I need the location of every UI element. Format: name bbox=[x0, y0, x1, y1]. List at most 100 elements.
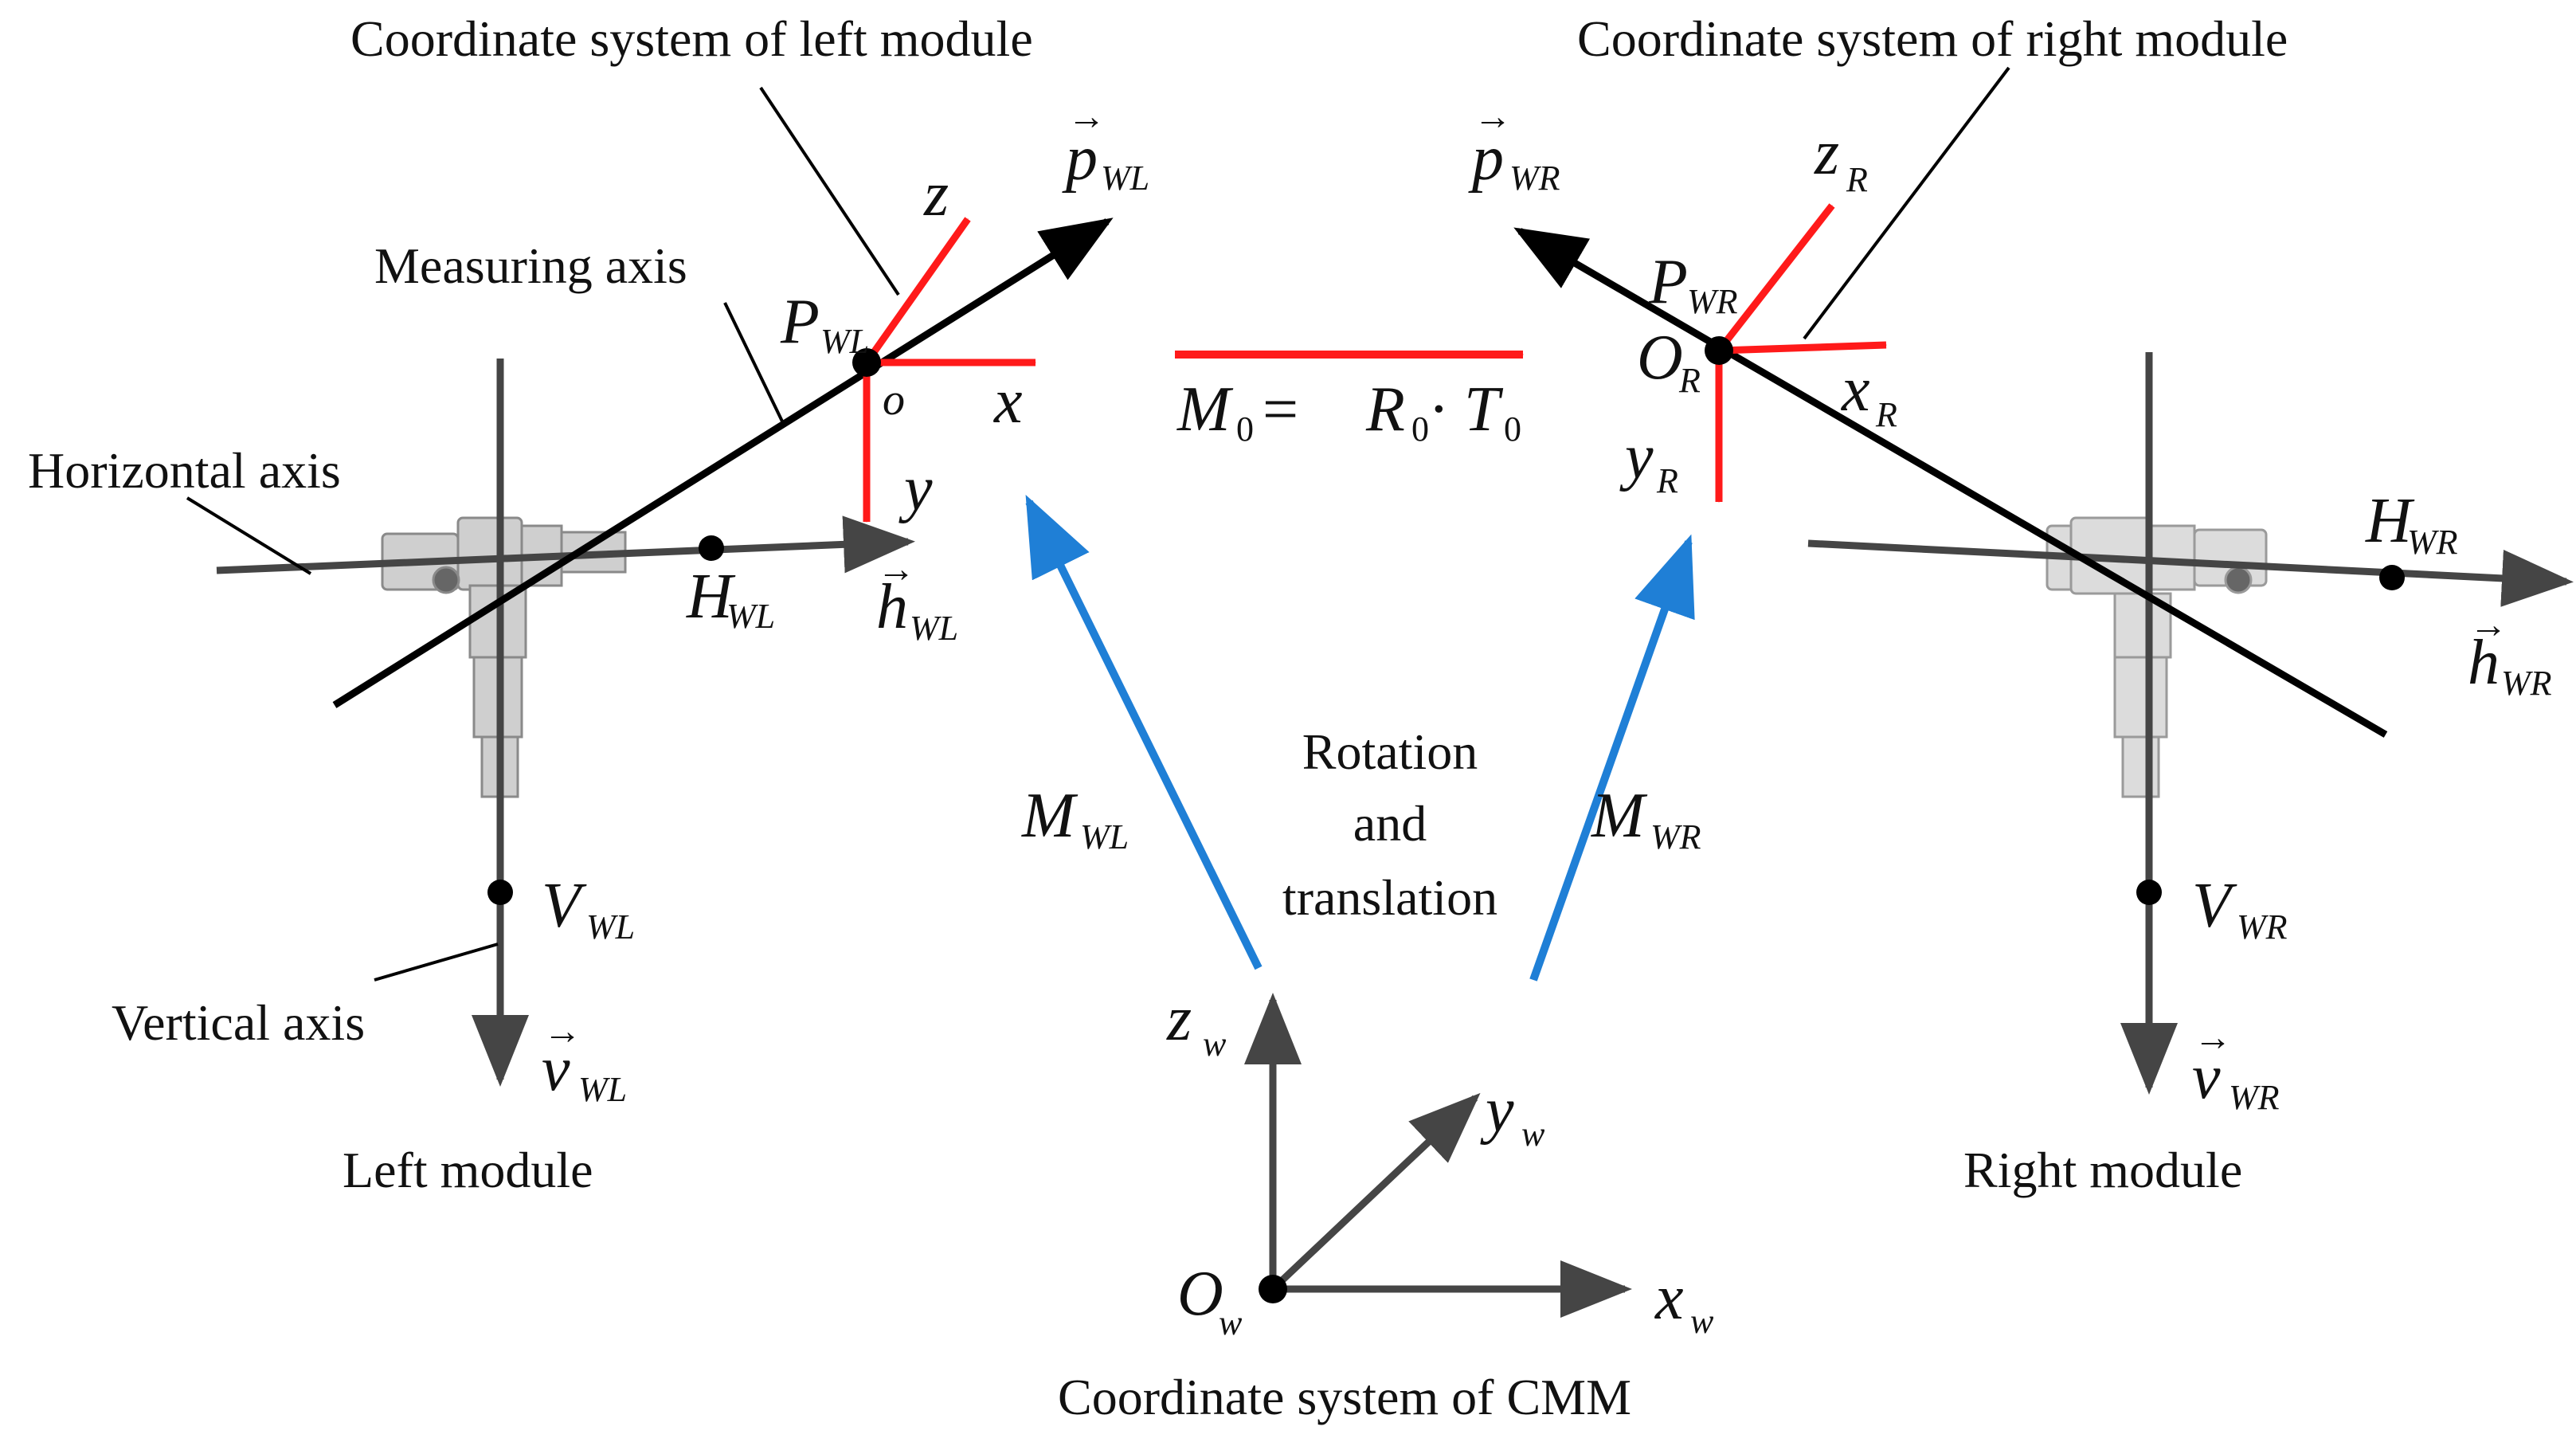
svg-text:P: P bbox=[1648, 247, 1688, 317]
svg-text:WL: WL bbox=[820, 322, 869, 361]
svg-text:p: p bbox=[1468, 123, 1504, 194]
svg-text:=: = bbox=[1263, 374, 1298, 445]
svg-text:→: → bbox=[2469, 604, 2507, 646]
label-o-left: o bbox=[883, 375, 905, 425]
svg-text:z: z bbox=[1166, 984, 1192, 1054]
svg-text:WL: WL bbox=[726, 597, 775, 636]
svg-text:x: x bbox=[1841, 355, 1870, 425]
svg-text:O: O bbox=[1177, 1259, 1223, 1329]
right-frame-x-arrow bbox=[1718, 341, 1887, 355]
left-measuring-axis bbox=[332, 217, 1114, 708]
right-frame-z-arrow bbox=[1716, 203, 1835, 353]
svg-text:WL: WL bbox=[578, 1070, 627, 1109]
right-measuring-axis bbox=[1513, 227, 2388, 738]
svg-text:0: 0 bbox=[1411, 410, 1429, 449]
label-horizontal-axis: Horizontal axis bbox=[28, 442, 341, 499]
svg-text:WR: WR bbox=[2237, 907, 2288, 946]
point-O-w bbox=[1259, 1275, 1287, 1303]
svg-text:WR: WR bbox=[2229, 1078, 2280, 1117]
label-p-WL: p WL → bbox=[1062, 96, 1149, 198]
svg-text:p: p bbox=[1062, 123, 1098, 194]
label-z-R: z R bbox=[1814, 118, 1868, 199]
point-V-WR bbox=[2136, 880, 2162, 905]
svg-text:0: 0 bbox=[1504, 410, 1521, 449]
label-right-module: Right module bbox=[1963, 1142, 2242, 1198]
svg-text:WL: WL bbox=[586, 907, 635, 946]
label-z-left: z bbox=[923, 159, 949, 229]
label-M-WR: M WR bbox=[1591, 781, 1701, 856]
point-P-WR bbox=[1705, 336, 1733, 365]
label-x-left: x bbox=[993, 366, 1023, 437]
label-measuring-axis: Measuring axis bbox=[374, 237, 687, 294]
left-frame-z-arrow bbox=[863, 217, 971, 365]
svg-text:H: H bbox=[2365, 486, 2415, 556]
label-x-w: x w bbox=[1654, 1263, 1714, 1341]
svg-text:h: h bbox=[876, 572, 908, 642]
svg-text:→: → bbox=[877, 548, 915, 590]
svg-text:v: v bbox=[542, 1034, 570, 1104]
label-rotation: Rotation bbox=[1302, 723, 1478, 780]
label-x-R: x R bbox=[1841, 355, 1897, 434]
leader-cs-right bbox=[1803, 66, 2010, 340]
svg-text:WR: WR bbox=[1687, 282, 1738, 321]
cmm-y-axis bbox=[1270, 1092, 1481, 1292]
label-H-WR: H WR bbox=[2365, 486, 2458, 562]
svg-text:y: y bbox=[1480, 1076, 1514, 1146]
point-V-WL bbox=[487, 880, 513, 905]
point-H-WL bbox=[699, 535, 724, 561]
right-module-device bbox=[2046, 516, 2268, 798]
svg-text:R: R bbox=[1846, 160, 1868, 199]
label-O-R: O R bbox=[1637, 323, 1701, 400]
svg-text:T: T bbox=[1464, 374, 1504, 445]
label-P-WL: P WL bbox=[780, 287, 869, 361]
label-O-w: O w bbox=[1177, 1259, 1243, 1342]
label-h-WL: h WL → bbox=[876, 548, 958, 648]
svg-text:WR: WR bbox=[1509, 159, 1560, 198]
svg-text:R: R bbox=[1678, 361, 1701, 400]
label-p-WR: p WR → bbox=[1468, 96, 1560, 198]
point-P-WL bbox=[852, 348, 881, 377]
svg-text:→: → bbox=[2194, 1017, 2232, 1059]
left-horizontal-axis bbox=[216, 515, 915, 574]
svg-text:x: x bbox=[1654, 1263, 1684, 1333]
label-y-w: y w bbox=[1480, 1076, 1545, 1154]
label-left-module: Left module bbox=[343, 1142, 593, 1198]
leader-measuring-axis bbox=[723, 302, 786, 427]
M-WR-arrow bbox=[1529, 534, 1695, 982]
label-M-WL: M WL bbox=[1021, 781, 1129, 856]
svg-text:V: V bbox=[2192, 871, 2237, 941]
right-horizontal-axis bbox=[1807, 539, 2574, 607]
svg-text:0: 0 bbox=[1236, 410, 1254, 449]
svg-text:R: R bbox=[1875, 395, 1897, 434]
label-z-w: z w bbox=[1166, 984, 1227, 1064]
svg-text:O: O bbox=[1637, 323, 1683, 393]
M-WL-arrow bbox=[1025, 495, 1263, 970]
label-y-left: y bbox=[898, 454, 933, 524]
leader-horizontal-axis bbox=[186, 496, 312, 575]
label-cs-left: Coordinate system of left module bbox=[350, 10, 1033, 67]
svg-text:w: w bbox=[1521, 1115, 1545, 1154]
svg-text:V: V bbox=[542, 871, 587, 941]
svg-text:y: y bbox=[1619, 422, 1654, 492]
label-v-WL: v WL → bbox=[542, 1010, 627, 1109]
svg-text:WR: WR bbox=[1650, 817, 1701, 856]
label-P-WR: P WR bbox=[1648, 247, 1738, 321]
label-vertical-axis: Vertical axis bbox=[112, 994, 365, 1051]
label-translation: translation bbox=[1282, 869, 1497, 926]
svg-text:M: M bbox=[1591, 781, 1648, 851]
label-y-R: y R bbox=[1619, 422, 1678, 500]
leader-cs-left bbox=[759, 86, 900, 296]
svg-text:P: P bbox=[780, 287, 820, 357]
svg-text:→: → bbox=[1067, 96, 1106, 138]
label-cs-right: Coordinate system of right module bbox=[1577, 10, 2288, 67]
svg-text:→: → bbox=[543, 1010, 581, 1052]
svg-text:WL: WL bbox=[910, 609, 958, 648]
label-and: and bbox=[1353, 795, 1427, 852]
label-h-WR: h WR → bbox=[2468, 604, 2552, 703]
svg-text:R: R bbox=[1365, 374, 1405, 445]
leader-vertical-axis bbox=[374, 942, 499, 982]
svg-text:WR: WR bbox=[2407, 523, 2458, 562]
svg-text:h: h bbox=[2468, 628, 2500, 698]
